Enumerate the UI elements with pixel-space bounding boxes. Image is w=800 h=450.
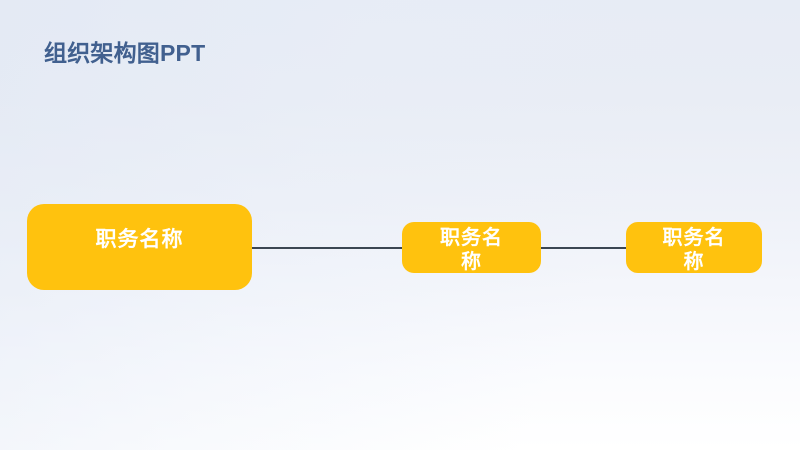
- page-title: 组织架构图PPT: [44, 40, 206, 66]
- connector-line-node1-node2: [250, 247, 404, 249]
- org-node-3[interactable]: [626, 222, 762, 273]
- org-node-2[interactable]: [402, 222, 541, 273]
- org-node-1[interactable]: [27, 204, 252, 290]
- connector-line-node2-node3: [539, 247, 628, 249]
